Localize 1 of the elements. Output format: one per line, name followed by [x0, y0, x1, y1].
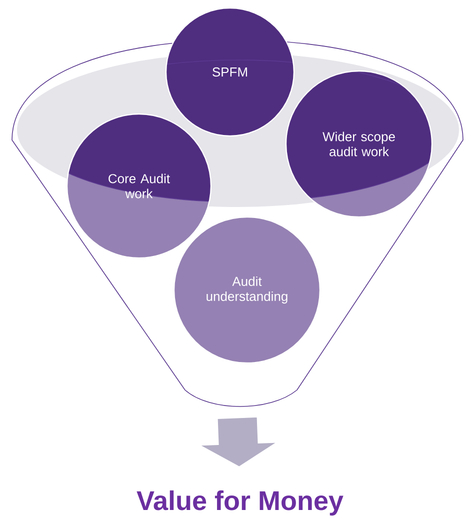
- result-label: Value for Money: [136, 490, 344, 516]
